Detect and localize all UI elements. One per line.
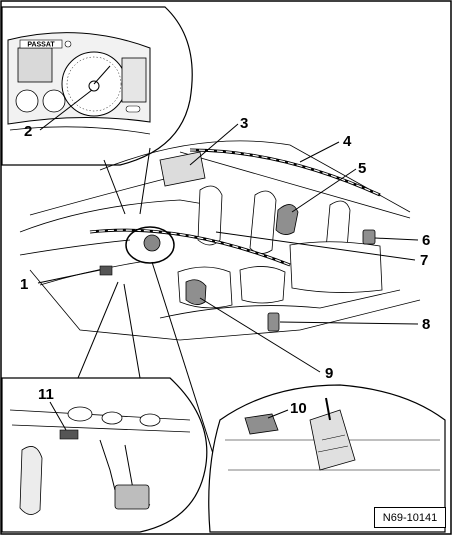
small-gauge-right xyxy=(42,89,66,113)
driver-airbag xyxy=(143,234,161,252)
knee-airbag xyxy=(99,265,113,276)
figure-reference-code: N69-10141 xyxy=(374,507,446,528)
cluster-badge: PASSAT xyxy=(27,42,55,49)
callout-10: 10 xyxy=(290,400,307,417)
vehicle-interior-view xyxy=(19,140,421,341)
side-impact-sensor xyxy=(267,312,280,332)
small-gauge-left xyxy=(15,89,39,113)
cluster-display xyxy=(17,47,53,83)
callout-7: 7 xyxy=(420,252,429,269)
airbag-warning-lamp xyxy=(88,80,100,92)
callout-1: 1 xyxy=(20,276,29,293)
control-unit-inset xyxy=(208,384,446,533)
brake-pedal xyxy=(114,484,150,510)
airbag-control-unit xyxy=(244,413,279,435)
callout-3: 3 xyxy=(240,115,249,132)
callout-9: 9 xyxy=(325,365,334,382)
callout-8: 8 xyxy=(422,316,431,333)
airbag-connector-11 xyxy=(59,429,79,440)
rear-side-airbag-sensor xyxy=(362,229,376,245)
steering-wheel xyxy=(125,226,175,264)
callout-6: 6 xyxy=(422,232,431,249)
front-passenger-airbag xyxy=(159,151,206,187)
callout-2: 2 xyxy=(24,123,33,140)
callout-leader-lines xyxy=(37,89,419,431)
front-side-airbag xyxy=(275,204,299,235)
callout-4: 4 xyxy=(343,133,352,150)
side-airbag-driver xyxy=(185,279,207,305)
callout-11: 11 xyxy=(38,386,54,403)
instrument-cluster-inset: PASSAT xyxy=(1,6,193,166)
pedal-inset xyxy=(1,377,208,533)
curtain-airbag-strips xyxy=(89,148,381,267)
callout-5: 5 xyxy=(358,160,367,177)
